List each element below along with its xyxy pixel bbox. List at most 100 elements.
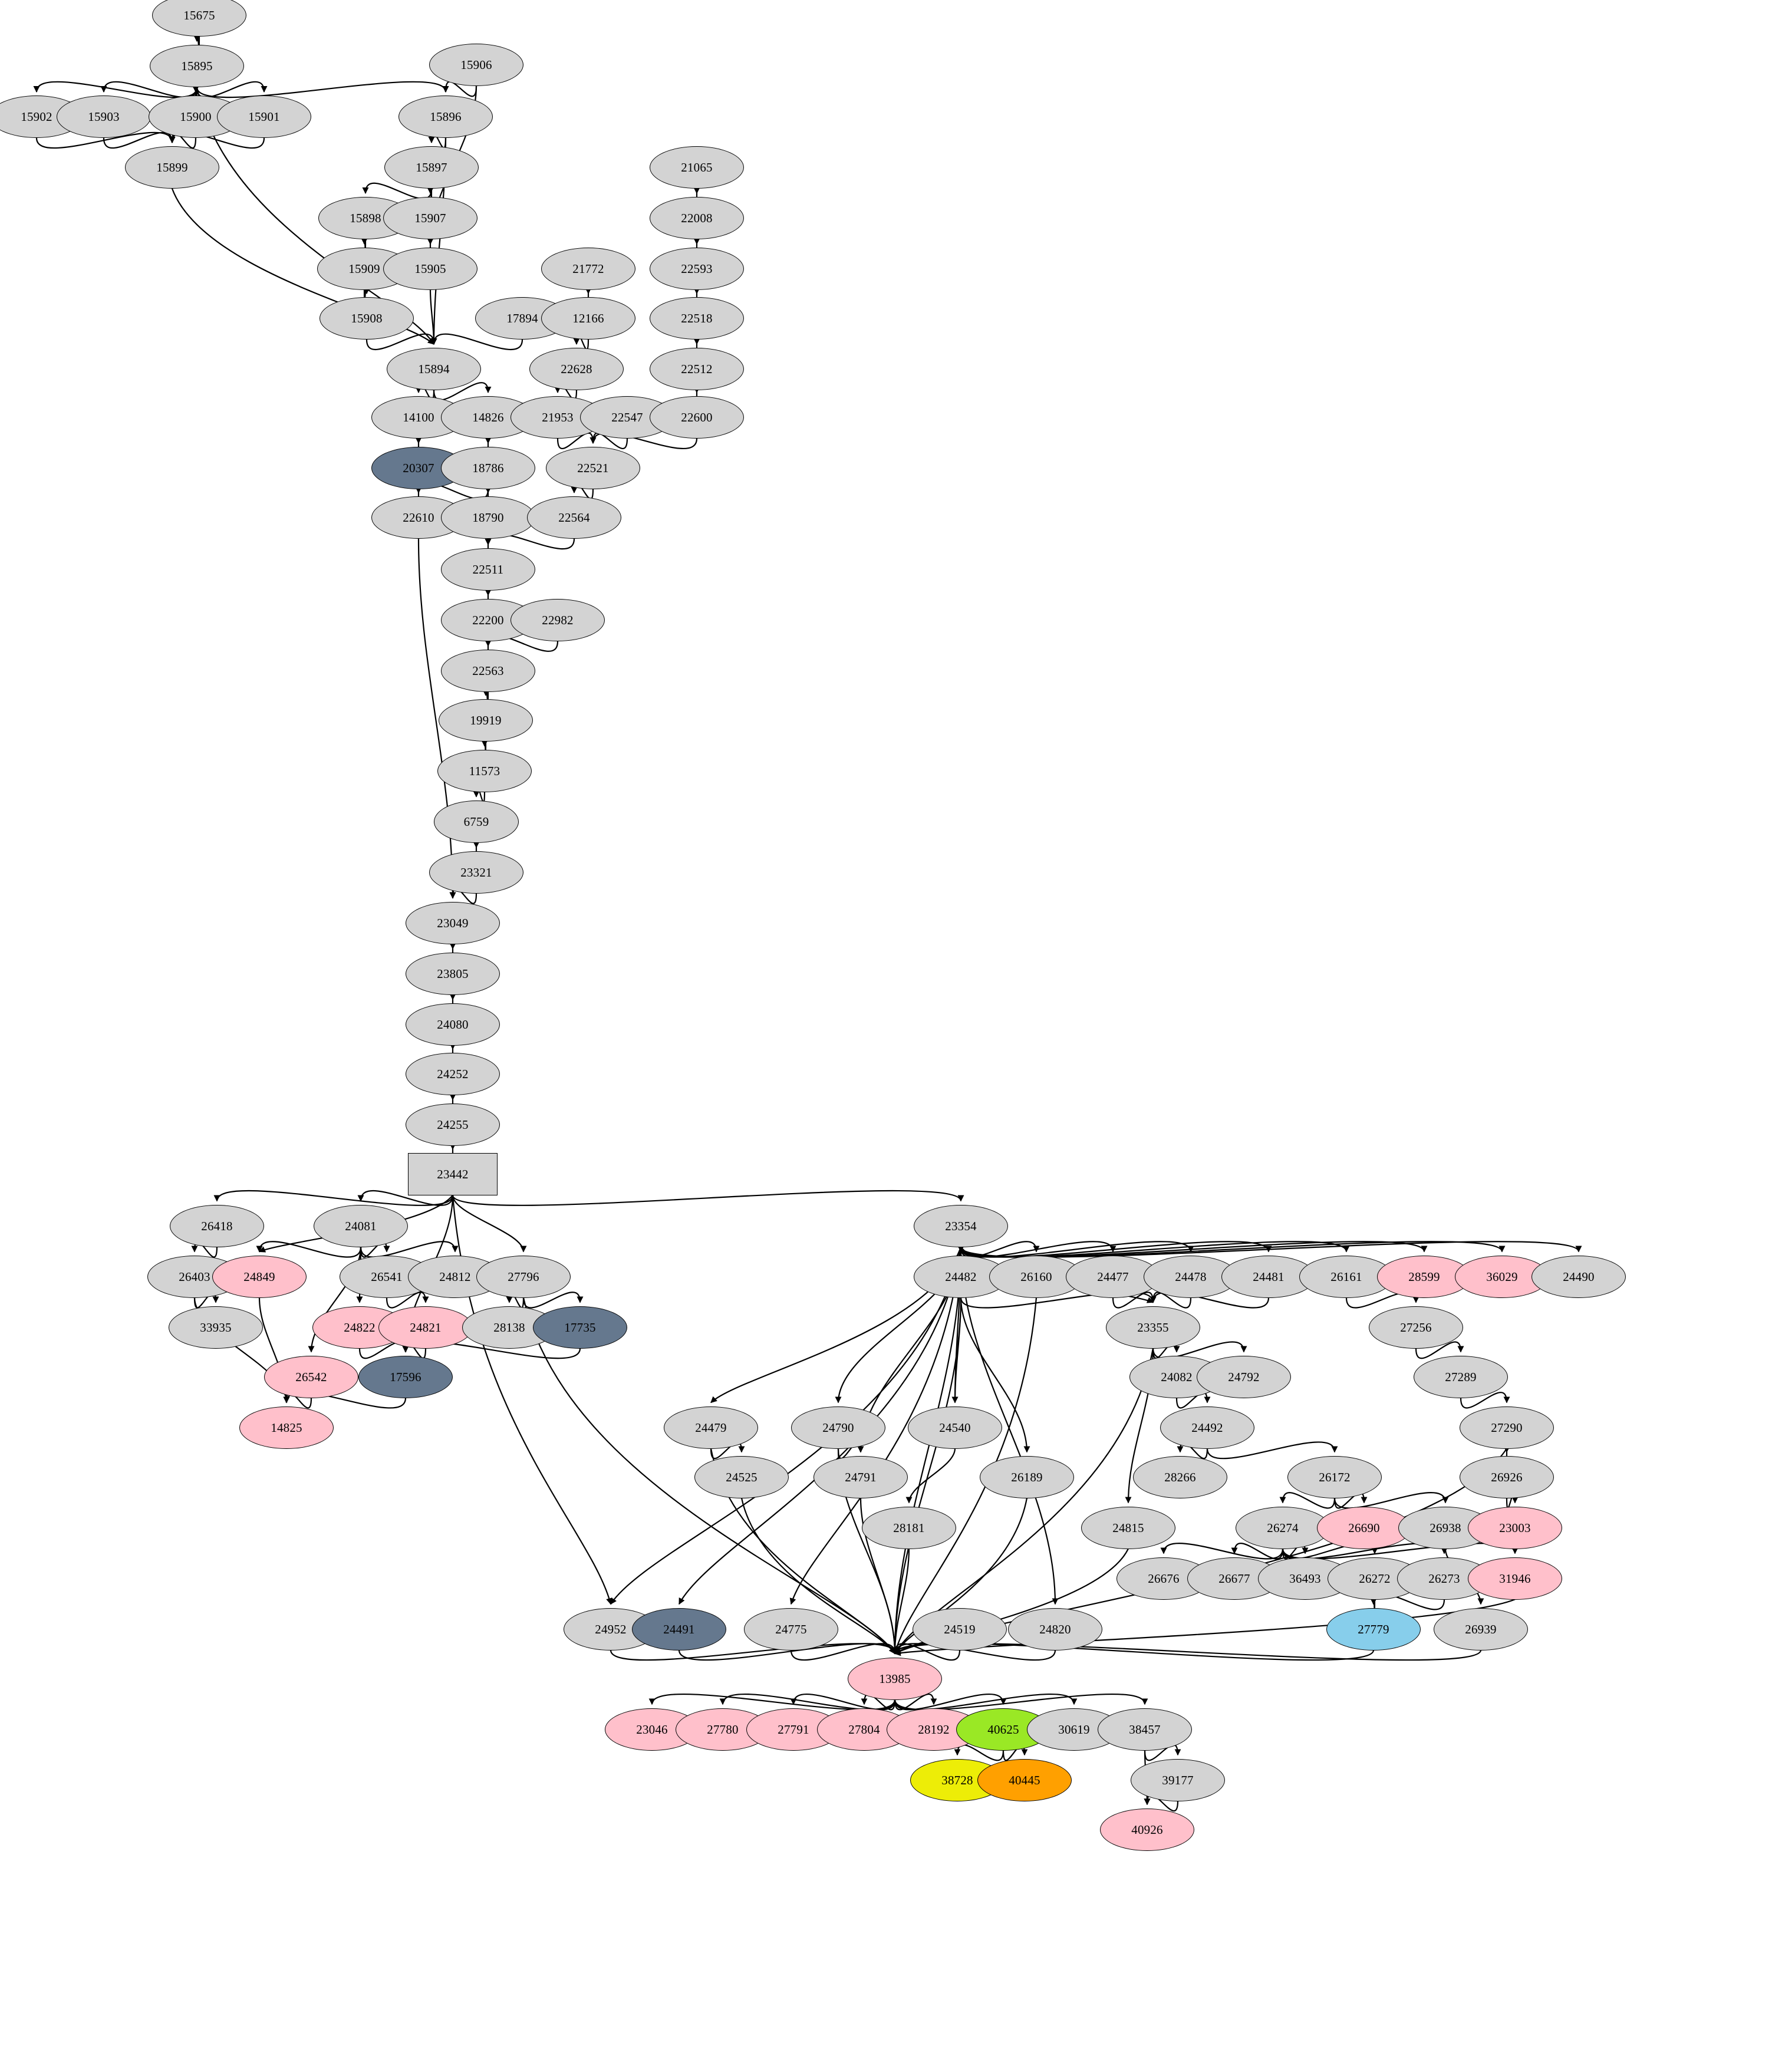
graph-node-27289[interactable]: 27289 xyxy=(1414,1356,1508,1398)
graph-node-39177[interactable]: 39177 xyxy=(1131,1759,1225,1801)
graph-node-24080[interactable]: 24080 xyxy=(406,1003,500,1046)
graph-node-26926[interactable]: 26926 xyxy=(1460,1456,1554,1498)
graph-node-15896[interactable]: 15896 xyxy=(398,95,493,138)
graph-node-27256[interactable]: 27256 xyxy=(1369,1306,1463,1349)
graph-node-22512[interactable]: 22512 xyxy=(650,348,744,390)
graph-node-15906[interactable]: 15906 xyxy=(429,44,523,86)
graph-node-24492[interactable]: 24492 xyxy=(1160,1406,1254,1449)
graph-node-22600[interactable]: 22600 xyxy=(650,396,744,439)
graph-node-22008[interactable]: 22008 xyxy=(650,197,744,239)
graph-node-22521[interactable]: 22521 xyxy=(546,447,640,489)
graph-node-23003[interactable]: 23003 xyxy=(1468,1507,1562,1549)
graph-node-17596[interactable]: 17596 xyxy=(358,1356,453,1398)
graph-node-24525[interactable]: 24525 xyxy=(694,1456,789,1498)
graph-node-24490[interactable]: 24490 xyxy=(1531,1256,1626,1298)
graph-node-label: 15896 xyxy=(430,109,462,124)
graph-node-26542[interactable]: 26542 xyxy=(264,1356,358,1398)
graph-node-19919[interactable]: 19919 xyxy=(439,699,533,742)
graph-node-22564[interactable]: 22564 xyxy=(527,496,621,539)
graph-node-24849[interactable]: 24849 xyxy=(212,1256,307,1298)
graph-node-24540[interactable]: 24540 xyxy=(908,1406,1002,1449)
graph-node-22518[interactable]: 22518 xyxy=(650,297,744,340)
graph-node-11573[interactable]: 11573 xyxy=(437,750,532,792)
graph-node-24820[interactable]: 24820 xyxy=(1008,1608,1102,1651)
graph-node-26541[interactable]: 26541 xyxy=(340,1256,434,1298)
graph-node-23355[interactable]: 23355 xyxy=(1106,1306,1200,1349)
graph-node-23354[interactable]: 23354 xyxy=(914,1205,1008,1247)
graph-node-23805[interactable]: 23805 xyxy=(406,953,500,995)
graph-node-28181[interactable]: 28181 xyxy=(862,1507,956,1549)
graph-node-24775[interactable]: 24775 xyxy=(744,1608,838,1651)
graph-node-17735[interactable]: 17735 xyxy=(533,1306,627,1349)
graph-node-6759[interactable]: 6759 xyxy=(434,801,519,843)
graph-node-26172[interactable]: 26172 xyxy=(1287,1456,1382,1498)
graph-node-label: 21065 xyxy=(681,160,713,174)
graph-node-18786[interactable]: 18786 xyxy=(441,447,535,489)
graph-node-27796[interactable]: 27796 xyxy=(476,1256,571,1298)
graph-node-24815[interactable]: 24815 xyxy=(1081,1507,1175,1549)
graph-node-13985[interactable]: 13985 xyxy=(848,1658,942,1700)
graph-node-26274[interactable]: 26274 xyxy=(1236,1507,1330,1549)
graph-node-24255[interactable]: 24255 xyxy=(406,1103,500,1146)
graph-node-label: 26160 xyxy=(1020,1269,1052,1284)
graph-node-15903[interactable]: 15903 xyxy=(57,95,151,138)
graph-node-14100[interactable]: 14100 xyxy=(371,396,466,439)
graph-node-27791[interactable]: 27791 xyxy=(746,1708,841,1751)
graph-node-23321[interactable]: 23321 xyxy=(429,851,523,894)
graph-node-40926[interactable]: 40926 xyxy=(1100,1809,1194,1851)
graph-node-22511[interactable]: 22511 xyxy=(441,548,535,591)
graph-node-36029[interactable]: 36029 xyxy=(1455,1256,1549,1298)
graph-node-27779[interactable]: 27779 xyxy=(1326,1608,1421,1651)
graph-node-24519[interactable]: 24519 xyxy=(913,1608,1007,1651)
graph-node-24491[interactable]: 24491 xyxy=(632,1608,726,1651)
graph-node-38457[interactable]: 38457 xyxy=(1098,1708,1192,1751)
graph-node-27290[interactable]: 27290 xyxy=(1460,1406,1554,1449)
graph-node-22563[interactable]: 22563 xyxy=(441,650,535,692)
graph-node-26189[interactable]: 26189 xyxy=(980,1456,1074,1498)
graph-node-26690[interactable]: 26690 xyxy=(1317,1507,1411,1549)
graph-node-14825[interactable]: 14825 xyxy=(239,1406,334,1449)
graph-node-26272[interactable]: 26272 xyxy=(1328,1557,1422,1600)
graph-node-label: 23321 xyxy=(460,865,492,879)
graph-node-24821[interactable]: 24821 xyxy=(378,1306,473,1349)
graph-node-26939[interactable]: 26939 xyxy=(1434,1608,1528,1651)
graph-node-26418[interactable]: 26418 xyxy=(170,1205,264,1247)
graph-node-15908[interactable]: 15908 xyxy=(320,297,414,340)
graph-node-12166[interactable]: 12166 xyxy=(541,297,635,340)
graph-node-23442[interactable]: 23442 xyxy=(408,1153,498,1195)
graph-node-15905[interactable]: 15905 xyxy=(383,248,477,290)
graph-node-label: 15902 xyxy=(21,109,52,124)
graph-node-label: 14826 xyxy=(472,410,504,424)
graph-node-label: 15908 xyxy=(351,311,383,325)
graph-node-21772[interactable]: 21772 xyxy=(541,248,635,290)
graph-node-24478[interactable]: 24478 xyxy=(1144,1256,1238,1298)
graph-node-24081[interactable]: 24081 xyxy=(314,1205,408,1247)
graph-node-22593[interactable]: 22593 xyxy=(650,248,744,290)
graph-node-24252[interactable]: 24252 xyxy=(406,1053,500,1095)
graph-node-15675[interactable]: 15675 xyxy=(152,0,246,37)
graph-node-24952[interactable]: 24952 xyxy=(564,1608,658,1651)
graph-node-40445[interactable]: 40445 xyxy=(977,1759,1072,1801)
graph-node-24479[interactable]: 24479 xyxy=(664,1406,758,1449)
graph-node-22982[interactable]: 22982 xyxy=(510,599,605,641)
graph-node-15895[interactable]: 15895 xyxy=(150,45,244,87)
graph-node-24791[interactable]: 24791 xyxy=(813,1456,908,1498)
graph-node-24792[interactable]: 24792 xyxy=(1197,1356,1291,1398)
graph-node-33935[interactable]: 33935 xyxy=(169,1306,263,1349)
graph-node-21065[interactable]: 21065 xyxy=(650,146,744,189)
graph-node-28192[interactable]: 28192 xyxy=(887,1708,981,1751)
graph-node-15901[interactable]: 15901 xyxy=(217,95,311,138)
graph-node-22628[interactable]: 22628 xyxy=(529,348,624,390)
graph-node-15894[interactable]: 15894 xyxy=(387,348,481,390)
graph-node-23049[interactable]: 23049 xyxy=(406,902,500,944)
graph-node-15899[interactable]: 15899 xyxy=(125,146,219,189)
graph-node-15897[interactable]: 15897 xyxy=(384,146,479,189)
graph-node-24790[interactable]: 24790 xyxy=(791,1406,885,1449)
graph-node-28266[interactable]: 28266 xyxy=(1133,1456,1227,1498)
graph-node-label: 28599 xyxy=(1408,1269,1440,1284)
graph-node-20307[interactable]: 20307 xyxy=(371,447,466,489)
graph-node-15907[interactable]: 15907 xyxy=(383,197,477,239)
graph-node-40625[interactable]: 40625 xyxy=(956,1708,1050,1751)
graph-node-18790[interactable]: 18790 xyxy=(441,496,535,539)
graph-node-31946[interactable]: 31946 xyxy=(1468,1557,1562,1600)
